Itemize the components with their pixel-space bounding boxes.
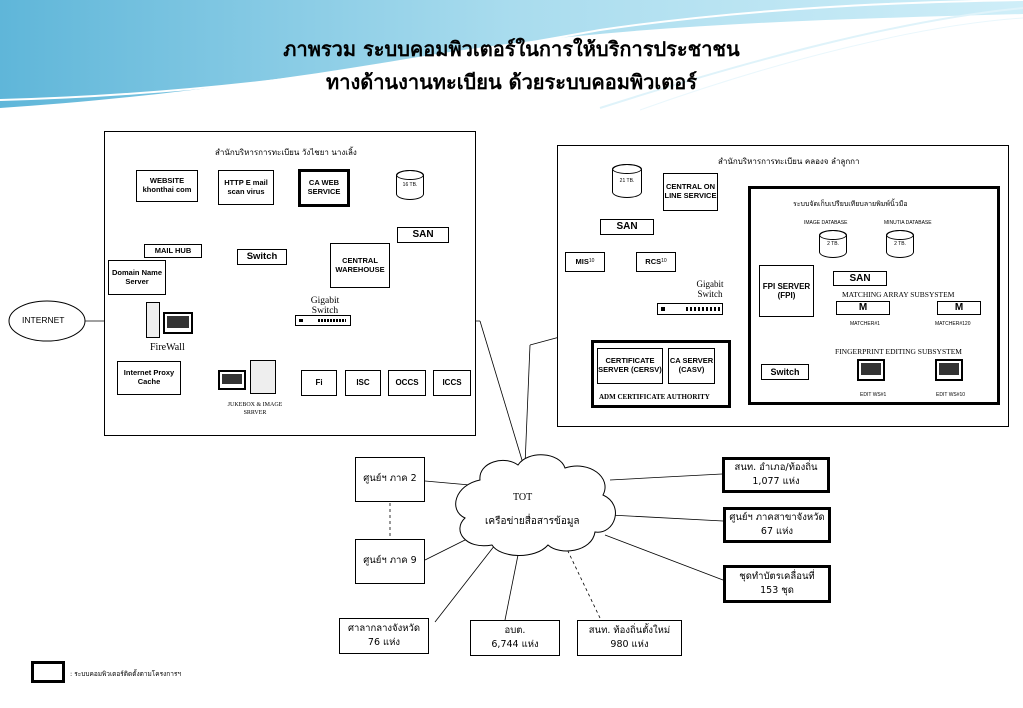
fi-server: Fi (301, 370, 337, 396)
minutia-db-cylinder: 2 TB. (886, 230, 914, 258)
internet-ellipse (8, 300, 86, 342)
edit-ws-10-label: EDIT WS#10 (936, 392, 966, 398)
right-gigabit-switch-device (657, 303, 723, 315)
left-site-caption: สำนักบริหารการทะเบียน วังไชยา นางเลิ้ง (215, 148, 357, 157)
left-san: SAN (397, 227, 449, 243)
central-online-service: CENTRAL ON LINE SERVICE (663, 173, 718, 211)
firewall-label: FireWall (150, 342, 185, 353)
tot-cloud (455, 454, 616, 556)
iccs-server: ICCS (433, 370, 471, 396)
domain-name-server: Domain Name Server (108, 260, 166, 295)
afis-san: SAN (833, 271, 887, 286)
matching-array-label: MATCHING ARRAY SUBSYSTEM (842, 290, 955, 299)
firewall-monitor-icon (163, 312, 193, 334)
left-gigabit-switch-device (295, 315, 351, 326)
obt-sites: อบต.6,744 แห่ง (470, 620, 560, 656)
edit-ws-1-monitor-icon (857, 359, 885, 381)
left-storage-label: 16 TB. (402, 182, 418, 188)
certificate-authority-label: ADM CERTIFICATE AUTHORITY (599, 393, 710, 401)
region-9-center: ศูนย์ฯ ภาค 9 (355, 539, 425, 584)
matcher-1-label: MATCHER#1 (850, 321, 880, 327)
fingerprint-editing-label: FINGERPRINT EDITING SUBSYSTEM (835, 347, 962, 356)
afis-caption: ระบบจัดเก็บเปรียบเทียบลายพิมพ์นิ้วมือ (793, 200, 908, 208)
page-subtitle: ทางด้านงานทะเบียน ด้วยระบบคอมพิวเตอร์ (326, 70, 697, 94)
mobile-unit: ชุดทำบัตรเคลื่อนที่153 ชุด (723, 565, 831, 603)
firewall-tower-icon (146, 302, 160, 338)
edit-ws-10-monitor-icon (935, 359, 963, 381)
right-storage-label: 21 TB. (619, 178, 635, 184)
fpi-server: FPI SERVER (FPI) (759, 265, 814, 317)
matcher-1-box: M (836, 301, 890, 315)
legend-label: : ระบบคอมพิวเตอร์ติดตั้งตามโครงการฯ (70, 670, 182, 678)
jukebox-monitor-icon (218, 370, 246, 390)
ca-server: CA SERVER (CASV) (668, 348, 715, 384)
mail-hub-server: MAIL HUB (144, 244, 202, 258)
right-site-caption: สำนักบริหารการทะเบียน คลองจ ลำลูกกา (718, 157, 860, 166)
matcher-120-box: M (937, 301, 981, 315)
page-title: ภาพรวม ระบบคอมพิวเตอร์ในการให้บริการประช… (283, 37, 740, 61)
edit-ws-1-label: EDIT WS#1 (860, 392, 887, 398)
image-db-label: IMAGE DATABASE (804, 220, 848, 226)
occs-server: OCCS (388, 370, 426, 396)
matcher-120-label: MATCHER#120 (935, 321, 971, 327)
jukebox-server-icon (250, 360, 276, 394)
new-local-registry: สนท. ท้องถิ่นตั้งใหม่980 แห่ง (577, 620, 682, 656)
ca-web-service: CA WEB SERVICE (298, 169, 350, 207)
isc-server: ISC (345, 370, 381, 396)
left-switch: Switch (237, 249, 287, 265)
website-server: WEBSITE khonthai com (136, 170, 198, 202)
proxy-cache-server: Internet Proxy Cache (117, 361, 181, 395)
minutia-db-label: MINUTIA DATABASE (884, 220, 932, 226)
legend-thick-box (31, 661, 65, 683)
jukebox-label: JUKEBOX & IMAGE SRRVER (227, 402, 283, 417)
internet-label: INTERNET (22, 315, 65, 325)
right-storage-cylinder: 21 TB. (612, 164, 642, 198)
central-warehouse: CENTRAL WAREHOUSE (330, 243, 390, 288)
right-san: SAN (600, 219, 654, 235)
afis-switch: Switch (761, 364, 809, 380)
cloud-label-network: เครือข่ายสื่อสารข้อมูล (485, 516, 580, 527)
image-db-cylinder: 2 TB. (819, 230, 847, 258)
region-2-center: ศูนย์ฯ ภาค 2 (355, 457, 425, 502)
left-gigabit-switch-label: Gigabit Switch (310, 296, 340, 317)
right-gigabit-switch-label: Gigabit Switch (696, 279, 724, 299)
certificate-server: CERTIFICATE SERVER (CERSV) (597, 348, 663, 384)
left-storage-cylinder: 16 TB. (396, 170, 424, 200)
http-mail-server: HTTP E mail scan virus (218, 170, 274, 205)
cloud-label-tot: TOT (513, 492, 533, 503)
